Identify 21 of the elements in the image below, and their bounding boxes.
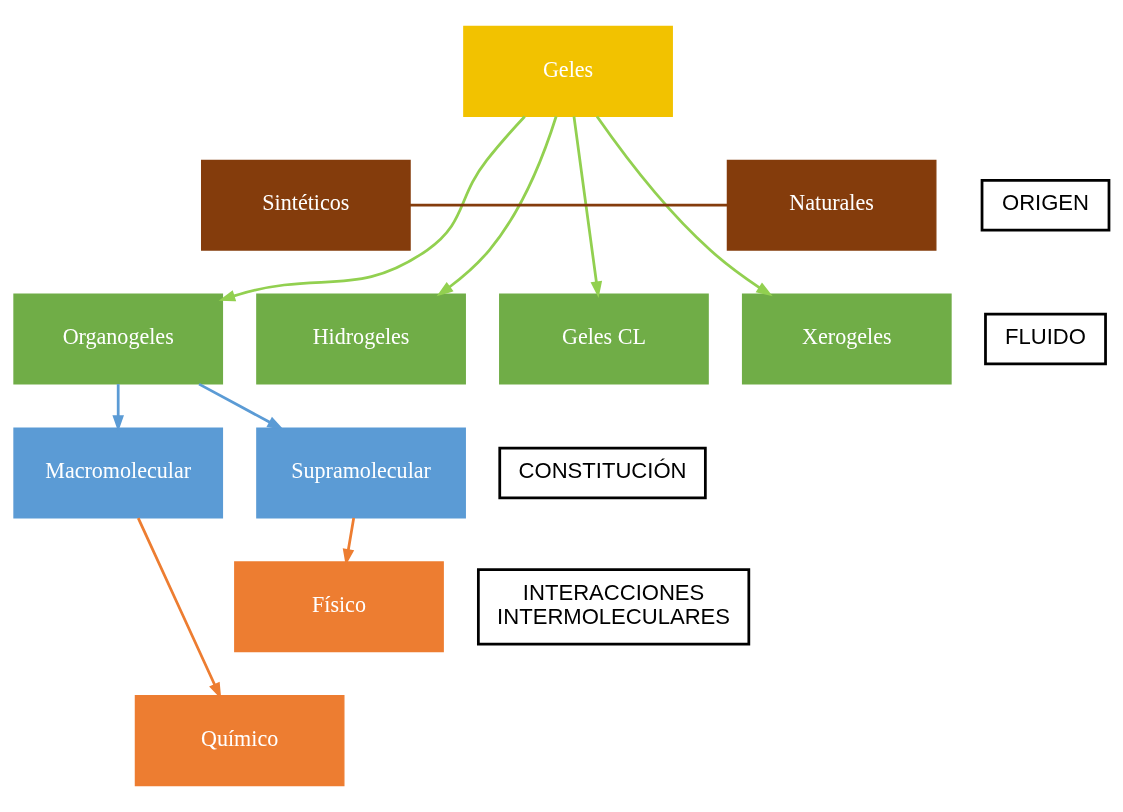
arrow (595, 115, 773, 297)
node-box: FLUIDO (984, 312, 1107, 366)
arrow (198, 382, 284, 430)
node-box: Macromolecular (13, 427, 224, 519)
node-box: ORIGEN (980, 179, 1111, 232)
node-box: Físico (234, 561, 444, 653)
node-box: Geles CL (499, 293, 709, 385)
node-box: Naturales (726, 159, 937, 251)
arrow (572, 116, 603, 299)
node-box: Hidrogeles (256, 293, 466, 385)
node-box: Geles (463, 25, 673, 117)
node-box: INTERACCIONES INTERMOLECULARES (477, 568, 751, 646)
node-box: CONSTITUCIÓN (498, 446, 707, 500)
node-box: Supramolecular (256, 427, 466, 519)
node-box: Químico (134, 695, 345, 787)
node-box: Organogeles (13, 293, 224, 385)
connector (410, 203, 728, 207)
arrow (218, 115, 526, 302)
node-box: Xerogeles (741, 293, 952, 385)
arrow (436, 116, 558, 297)
node-box: Sintéticos (201, 159, 411, 251)
